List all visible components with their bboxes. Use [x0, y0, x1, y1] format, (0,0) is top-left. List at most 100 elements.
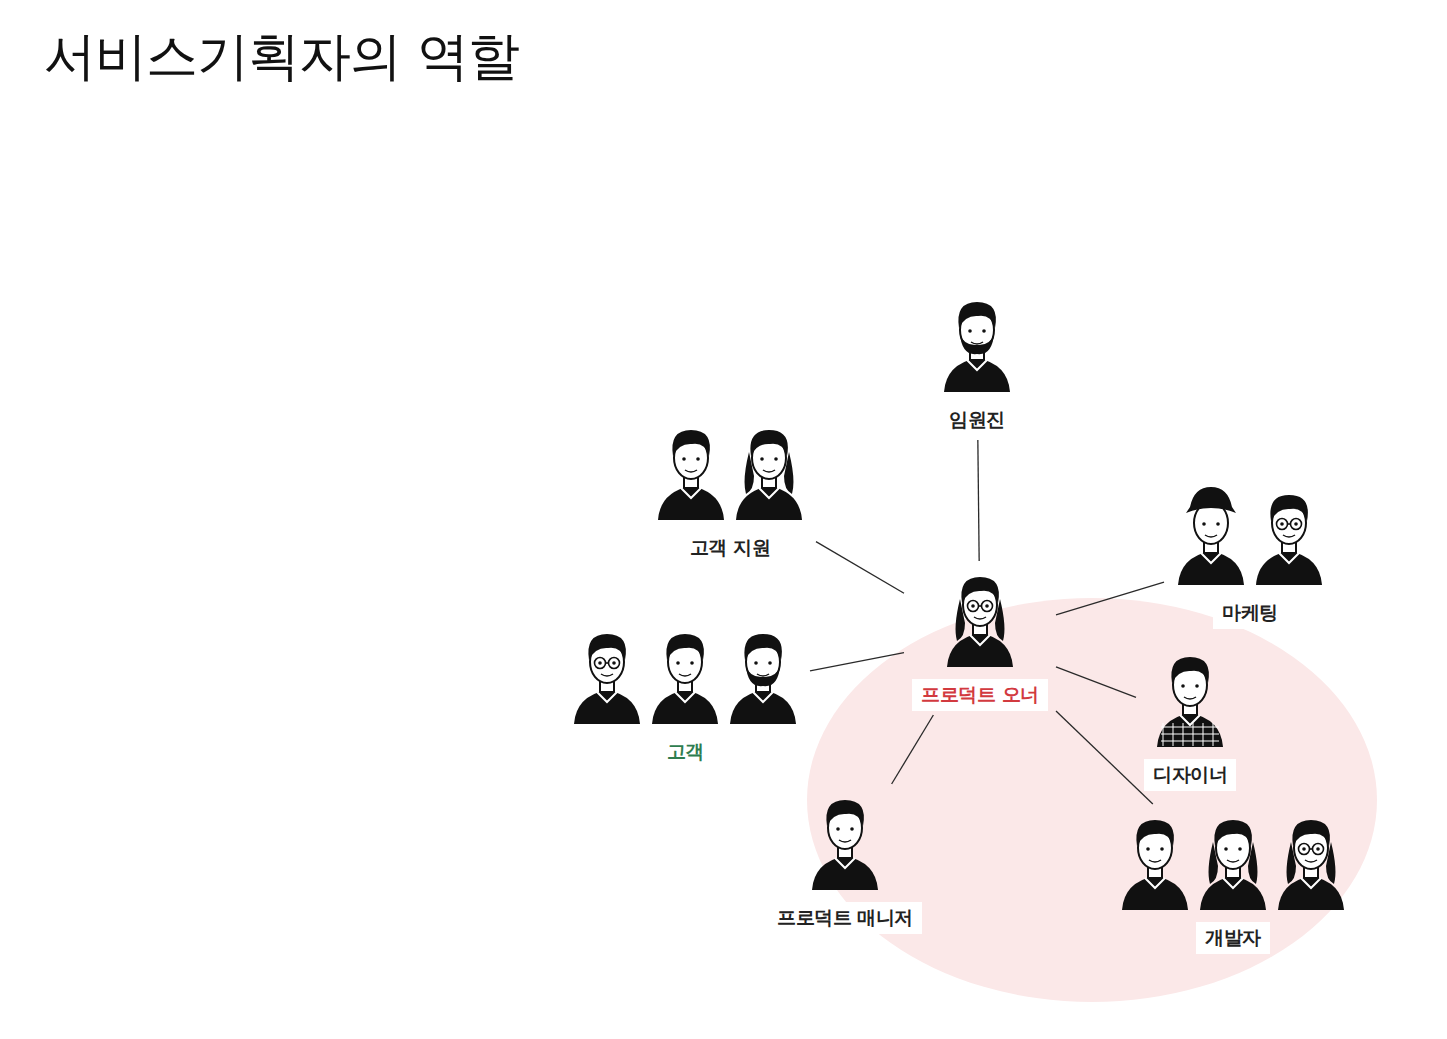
role-group: 프로덕트 매니저: [764, 788, 926, 934]
connector-line: [1056, 667, 1136, 697]
person-eye: [682, 457, 686, 461]
person-mouth: [1283, 535, 1295, 537]
person-mouth: [974, 617, 986, 619]
person-mouth: [679, 674, 691, 676]
check-stroke: [1161, 734, 1219, 735]
person-glasses: [968, 601, 979, 612]
person-mouth: [763, 470, 775, 472]
person-body: [1122, 876, 1188, 910]
person-collar: [1180, 715, 1200, 725]
person-eye: [985, 604, 989, 608]
connector-line: [978, 440, 979, 561]
person-collar: [759, 488, 779, 498]
person-figure: [658, 430, 724, 520]
person-eye: [982, 329, 986, 333]
role-group: 임원진: [934, 290, 1020, 436]
person-eye: [1216, 522, 1220, 526]
person-eye: [676, 661, 680, 665]
people-illustration: [806, 788, 884, 890]
person-collar: [1145, 878, 1165, 888]
person-body: [1256, 551, 1322, 585]
role-group: 고객: [564, 622, 806, 768]
person-body: [812, 856, 878, 890]
person-mouth: [685, 470, 697, 472]
person-eye: [1302, 847, 1306, 851]
person-figure: [1256, 495, 1322, 585]
people-illustration: [652, 418, 808, 520]
diagram-title: 서비스기획자의 역할: [44, 22, 519, 92]
person-collar: [1301, 878, 1321, 888]
role-label: 프로덕트 매니저: [768, 902, 922, 934]
person-mouth: [839, 840, 851, 842]
role-label: 고객 지원: [681, 532, 779, 564]
person-figure: [1278, 820, 1344, 910]
people-illustration: [1172, 483, 1328, 585]
person-glasses: [1310, 848, 1313, 850]
person-mouth: [757, 674, 769, 676]
check-stroke: [1161, 727, 1219, 728]
person-body: [944, 358, 1010, 392]
person-eye: [774, 457, 778, 461]
connector-line: [1056, 582, 1164, 615]
person-hair: [744, 634, 782, 660]
person-eye: [690, 661, 694, 665]
person-eye: [1195, 684, 1199, 688]
person-hair: [672, 430, 710, 456]
role-label: 디자이너: [1144, 759, 1236, 791]
role-label: 임원진: [940, 404, 1014, 436]
person-mouth: [601, 674, 613, 676]
person-figure: [1122, 820, 1188, 910]
person-body: [658, 486, 724, 520]
person-collar: [1223, 878, 1243, 888]
person-glasses: [606, 662, 609, 664]
person-collar: [675, 692, 695, 702]
person-figure: [1178, 487, 1244, 585]
person-body: [730, 690, 796, 724]
connector-line: [816, 542, 904, 594]
role-group: 디자이너: [1140, 645, 1240, 791]
person-glasses: [982, 601, 993, 612]
team-region: [807, 598, 1377, 1002]
connector-line: [810, 653, 904, 671]
person-glasses: [1299, 844, 1310, 855]
person-glasses: [595, 658, 606, 669]
person-collar: [970, 635, 990, 645]
person-glasses: [1291, 519, 1302, 530]
person-mouth: [1205, 535, 1217, 537]
person-eye: [1238, 847, 1242, 851]
person-hair: [1270, 495, 1308, 521]
person-beard: [746, 666, 780, 686]
person-eye: [836, 827, 840, 831]
person-glasses: [979, 605, 982, 607]
person-eye: [696, 457, 700, 461]
role-label: 프로덕트 오너: [912, 679, 1047, 711]
person-hair: [958, 302, 996, 328]
role-label: 고객: [658, 736, 713, 768]
person-hair: [1136, 820, 1174, 846]
person-eye: [1202, 522, 1206, 526]
person-hair: [1292, 820, 1330, 846]
person-figure: [1200, 820, 1266, 910]
person-figure: [947, 577, 1013, 667]
person-figure: [730, 634, 796, 724]
person-beard: [960, 334, 994, 354]
role-group: 고객 지원: [648, 418, 812, 564]
person-eye: [968, 329, 972, 333]
people-illustration: [938, 290, 1016, 392]
people-illustration: [1151, 645, 1229, 747]
person-eye: [971, 604, 975, 608]
person-hair: [961, 577, 999, 603]
person-glasses: [1277, 519, 1288, 530]
person-collar: [835, 858, 855, 868]
person-collar: [1279, 553, 1299, 563]
person-eye: [1181, 684, 1185, 688]
people-illustration: [568, 622, 802, 724]
person-body: [652, 690, 718, 724]
person-body: [1157, 713, 1223, 747]
person-hair: [666, 634, 704, 660]
person-hair: [1171, 657, 1209, 683]
person-glasses: [609, 658, 620, 669]
person-collar: [753, 692, 773, 702]
person-mouth: [1227, 860, 1239, 862]
person-collar: [597, 692, 617, 702]
